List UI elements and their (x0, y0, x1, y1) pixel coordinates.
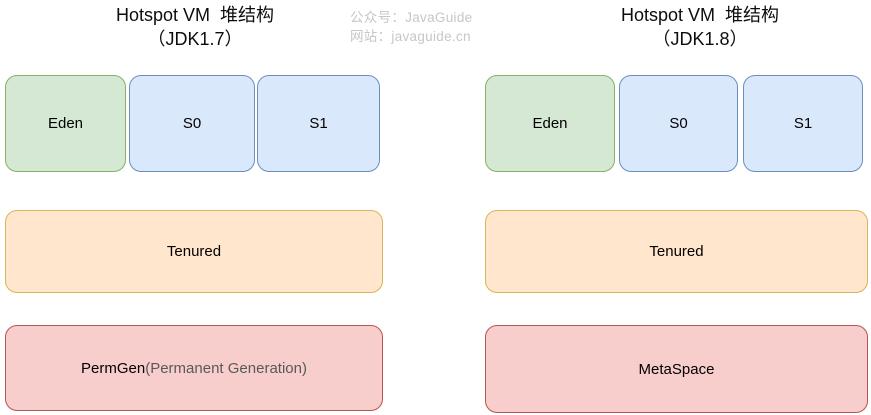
tenured-box-jdk17: Tenured (5, 210, 383, 293)
s1-box-jdk18: S1 (743, 75, 863, 172)
tenured-label-jdk17: Tenured (166, 243, 222, 260)
s0-label-jdk18: S0 (669, 115, 688, 132)
title-line1-jdk18: Hotspot VM 堆结构 (620, 5, 780, 25)
metaspace-label-main: MetaSpace (638, 360, 715, 378)
s0-box-jdk18: S0 (619, 75, 738, 172)
eden-label-jdk18: Eden (532, 115, 568, 132)
title-line2-jdk17: （JDK1.7） (147, 29, 243, 49)
s1-label-jdk18: S1 (793, 115, 813, 132)
watermark: 公众号：JavaGuide 网站：javaguide.cn (350, 8, 472, 46)
s1-box-jdk17: S1 (257, 75, 380, 172)
tenured-box-jdk18: Tenured (485, 210, 868, 293)
tenured-label-jdk18: Tenured (649, 243, 704, 260)
s1-label-jdk17: S1 (309, 115, 328, 132)
watermark-line1: 公众号：JavaGuide (350, 10, 473, 25)
title-line2-jdk18: （JDK1.8） (652, 29, 748, 49)
permgen-label-main: PermGen (81, 359, 146, 377)
metaspace-box: MetaSpace (485, 325, 868, 413)
watermark-line2: 网站：javaguide.cn (350, 29, 471, 44)
s0-box-jdk17: S0 (129, 75, 255, 172)
eden-label-jdk17: Eden (47, 115, 84, 132)
permgen-box: PermGen(Permanent Generation) (5, 325, 383, 411)
eden-box-jdk17: Eden (5, 75, 126, 172)
diagram-title-jdk17: Hotspot VM 堆结构 （JDK1.7） (55, 3, 335, 51)
diagram-title-jdk18: Hotspot VM 堆结构 （JDK1.8） (550, 3, 850, 51)
title-line1-jdk17: Hotspot VM 堆结构 (115, 5, 275, 25)
permgen-label-sub: (Permanent Generation) (145, 359, 307, 377)
s0-label-jdk17: S0 (182, 115, 202, 132)
eden-box-jdk18: Eden (485, 75, 615, 172)
